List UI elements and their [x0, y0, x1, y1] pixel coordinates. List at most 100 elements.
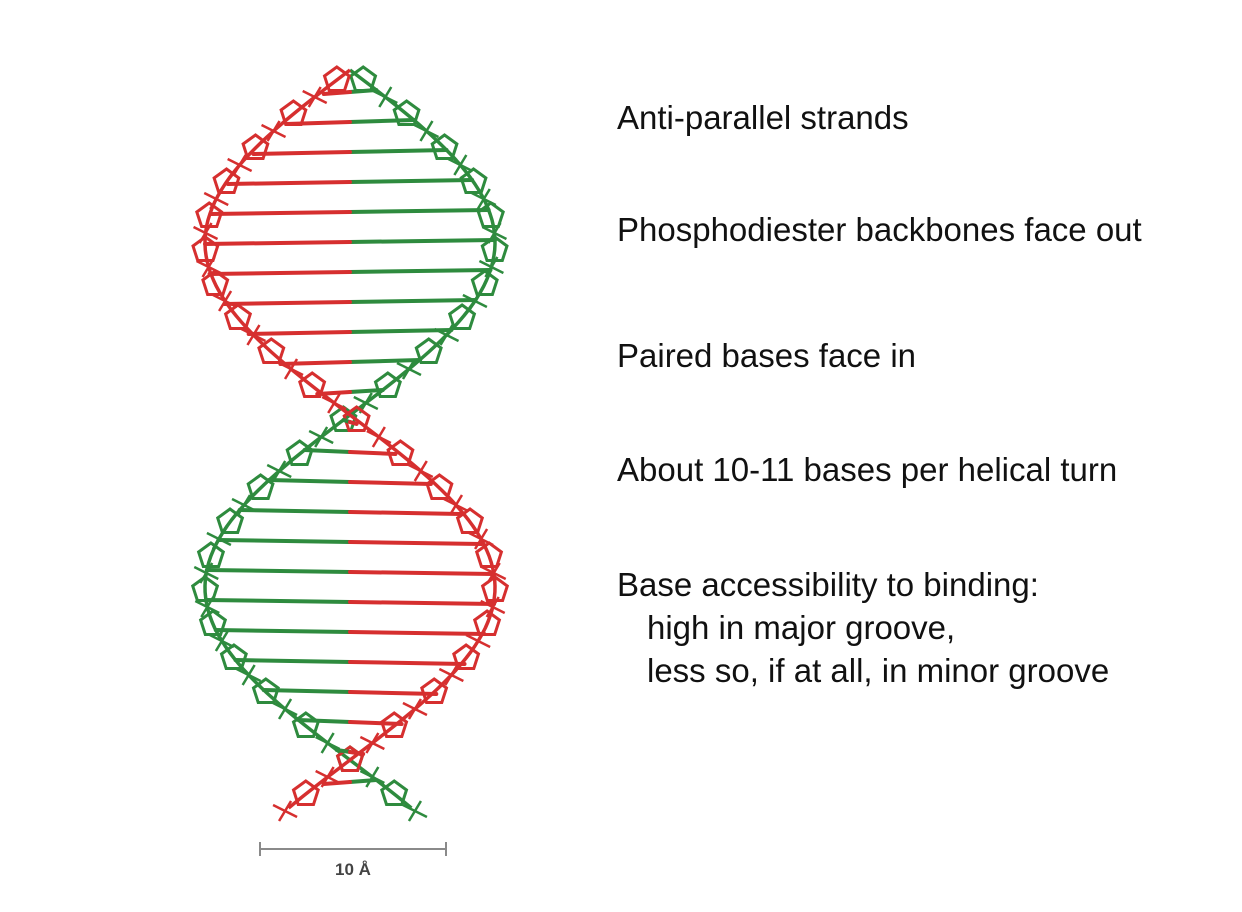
base-red	[315, 390, 352, 396]
base-red	[348, 510, 463, 516]
base-red	[348, 540, 484, 546]
base-red	[321, 780, 352, 786]
base-red	[348, 720, 404, 726]
phosphate-group	[227, 154, 253, 176]
note-backbones-face-out: Phosphodiester backbones face out	[617, 211, 1142, 248]
sugar-ring	[246, 473, 275, 500]
phosphate-group	[372, 86, 398, 108]
sugar-ring	[322, 65, 351, 92]
phosphate-group	[272, 698, 298, 720]
base-red	[225, 180, 352, 186]
scale-bar-tick-right	[445, 842, 447, 856]
base-green	[233, 658, 352, 664]
phosphate-group	[209, 630, 235, 652]
base-red	[207, 270, 352, 276]
phosphate-group	[359, 766, 385, 788]
base-red	[203, 240, 352, 246]
sugar-ring	[380, 711, 409, 738]
base-green	[302, 448, 352, 454]
scale-bar-line	[260, 848, 446, 850]
base-red	[348, 600, 497, 606]
base-green	[348, 358, 422, 364]
sugar-ring	[215, 507, 245, 534]
base-green	[348, 298, 478, 304]
phosphate-group	[321, 392, 347, 414]
sugar-ring	[291, 779, 320, 806]
sugar-ring	[470, 269, 499, 296]
base-red	[348, 630, 487, 636]
phosphate-group	[402, 698, 428, 720]
sugar-ring	[386, 439, 415, 466]
base-red	[348, 690, 439, 696]
note-bases-per-turn: About 10-11 bases per helical turn	[617, 451, 1118, 488]
base-red	[209, 210, 352, 216]
scale-bar-label: 10 Å	[335, 860, 371, 879]
base-red	[348, 420, 359, 426]
scale-bar-tick-left	[259, 842, 261, 856]
sugar-ring	[452, 643, 481, 670]
phosphate-group	[438, 664, 464, 686]
sugar-ring	[198, 609, 228, 636]
sugar-ring	[201, 269, 230, 296]
phosphate-group	[359, 732, 385, 754]
base-red	[284, 120, 352, 126]
phosphate-group	[408, 460, 434, 482]
base-green	[237, 508, 352, 514]
note-accessibility-major-groove: high in major groove,	[647, 609, 956, 646]
phosphate-group	[236, 664, 262, 686]
sugar-ring	[472, 609, 502, 636]
base-green	[348, 778, 379, 784]
sugar-ring	[414, 337, 443, 364]
phosphate-group	[315, 732, 341, 754]
base-red	[222, 300, 352, 306]
base-red	[348, 570, 496, 576]
scale-bar: 10 Å	[258, 838, 448, 888]
note-antiparallel-strands: Anti-parallel strands	[617, 99, 909, 136]
base-green	[267, 478, 352, 484]
base-green	[348, 178, 475, 184]
base-green	[348, 238, 497, 244]
sugar-ring	[474, 541, 504, 568]
phosphate-group	[366, 426, 392, 448]
base-green	[334, 748, 352, 754]
base-red	[348, 750, 366, 756]
base-green	[204, 568, 352, 574]
phosphate-group	[402, 800, 428, 822]
base-pairs	[203, 88, 497, 786]
note-accessibility-heading: Base accessibility to binding:	[617, 566, 1039, 603]
base-green	[348, 88, 379, 94]
phosphate-group	[413, 120, 440, 142]
sugar-ring	[480, 575, 510, 602]
sugar-ring	[251, 677, 280, 704]
sugar-ring	[392, 99, 421, 126]
sugar-ring	[380, 779, 409, 806]
base-green	[348, 208, 491, 214]
base-green	[348, 148, 449, 154]
dna-double-helix-model	[190, 65, 510, 822]
base-green	[348, 268, 493, 274]
sugar-ring	[212, 167, 241, 194]
phosphate-group	[266, 460, 292, 482]
phosphate-group	[396, 358, 422, 380]
base-red	[348, 660, 467, 666]
sugar-ring	[430, 133, 459, 160]
base-green	[216, 538, 352, 544]
phosphate-group	[302, 86, 328, 108]
phosphate-group	[443, 494, 469, 516]
base-green	[261, 688, 352, 694]
phosphate-group	[272, 800, 298, 822]
base-red	[251, 150, 352, 156]
phosphate-group	[447, 154, 473, 176]
sugar-ring	[241, 133, 270, 160]
sugar-ring	[342, 405, 371, 432]
sugar-ring	[447, 303, 477, 330]
base-green	[348, 328, 454, 334]
sugar-ring	[329, 405, 358, 432]
base-red	[321, 90, 352, 96]
sugar-ring	[373, 371, 402, 398]
base-green	[213, 628, 352, 634]
note-paired-bases-face-in: Paired bases face in	[617, 337, 917, 374]
sugar-ring	[298, 371, 327, 398]
sugar-ring	[420, 677, 449, 704]
base-red	[278, 360, 352, 366]
